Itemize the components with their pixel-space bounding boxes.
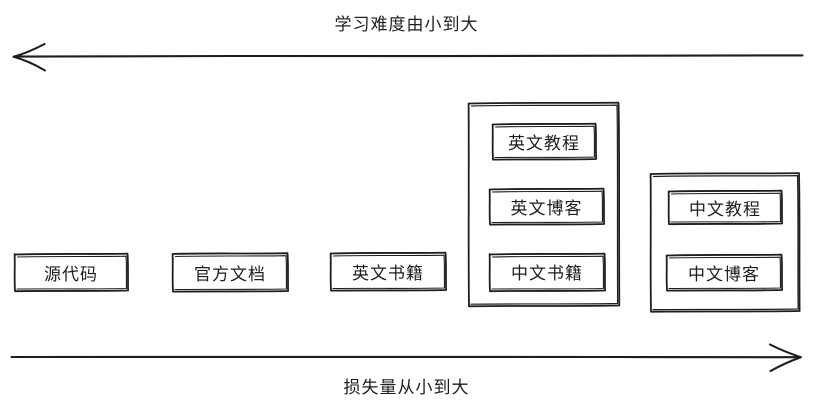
node-box-chinese-blog[interactable]	[665, 253, 783, 292]
bottom-axis-arrow	[10, 343, 802, 373]
group-english-container[interactable]	[467, 101, 621, 308]
bottom-axis-label: 损失量从小到大	[343, 378, 470, 398]
node-box-english-books[interactable]	[329, 251, 447, 292]
node-box-chinese-books[interactable]	[488, 252, 606, 293]
node-label-english-tutorial[interactable]: 英文教程	[508, 133, 580, 154]
node-label-official-docs[interactable]: 官方文档	[194, 264, 266, 285]
node-label-source-code[interactable]: 源代码	[44, 264, 98, 285]
node-box-english-tutorial[interactable]	[491, 122, 597, 161]
top-axis-arrow	[12, 42, 804, 72]
node-label-chinese-books[interactable]: 中文书籍	[511, 264, 583, 284]
node-box-source-code[interactable]	[13, 252, 129, 293]
node-box-chinese-tutorial[interactable]	[667, 189, 783, 226]
top-axis-label: 学习难度由小到大	[334, 15, 479, 35]
node-label-chinese-blog[interactable]: 中文博客	[688, 264, 760, 285]
node-box-english-blog[interactable]	[488, 187, 605, 226]
node-label-english-books[interactable]: 英文书籍	[352, 263, 424, 284]
node-box-official-docs[interactable]	[171, 252, 289, 293]
group-chinese-container[interactable]	[649, 172, 801, 313]
node-label-english-blog[interactable]: 英文博客	[510, 198, 583, 219]
node-label-chinese-tutorial[interactable]: 中文教程	[689, 199, 761, 220]
